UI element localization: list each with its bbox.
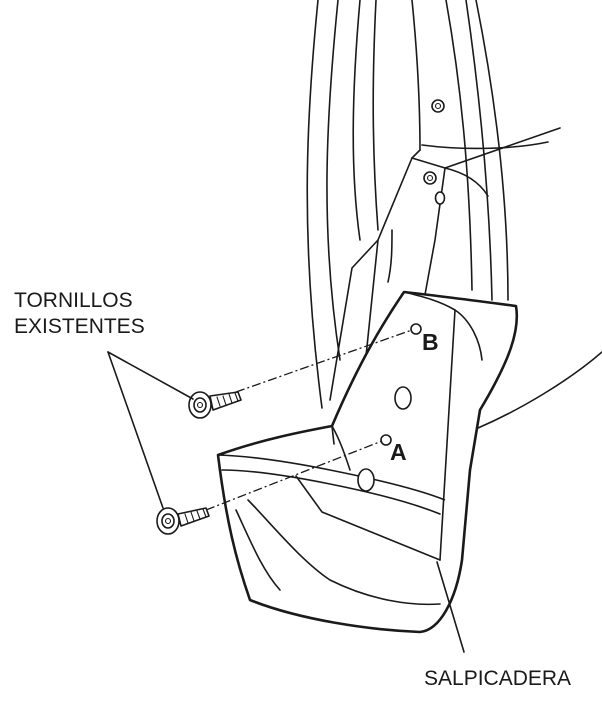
mudguard-hole-upper [394,386,412,410]
label-screws-line1: TORNILLOS [14,289,133,312]
wheel-arch-panel [306,0,561,409]
alignment-line-a [205,440,383,511]
label-screws-line2: EXISTENTES [14,315,145,338]
label-point-b: B [422,329,439,355]
mudguard-hole-a [380,434,392,446]
bracket-hole [434,191,446,205]
label-point-a: A [390,439,407,465]
leader-line-screw-upper [107,351,194,400]
screw-lower-icon [156,507,210,535]
leader-line-mudguard [436,561,465,653]
mudguard-hole-lower [357,468,375,492]
bracket-bolt-middle [423,171,437,185]
screw-upper-icon [188,391,242,419]
leader-line-screw-lower [107,351,164,509]
bracket-bolt-upper [431,99,445,113]
mudguard-hole-b [410,323,422,335]
mudguard-part [216,290,519,634]
alignment-line-b [235,329,413,393]
label-mudguard: SALPICADERA [424,667,571,690]
body-lower-line [477,351,602,429]
